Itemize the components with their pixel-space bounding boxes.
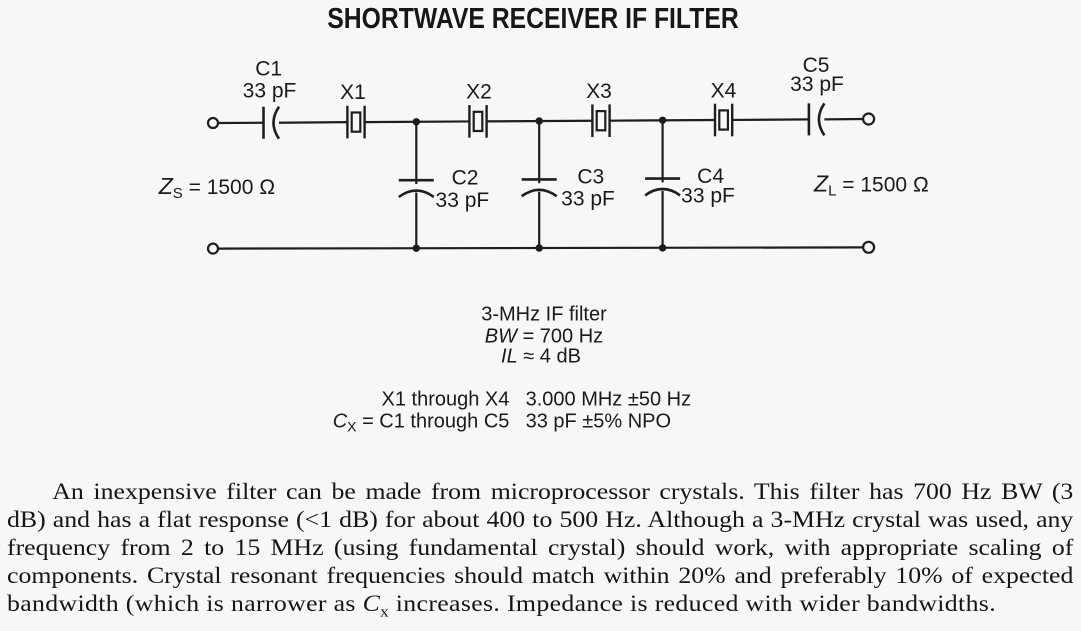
svg-text:X1 through X4: X1 through X4: [382, 389, 510, 411]
svg-text:3.000 MHz ±50 Hz: 3.000 MHz ±50 Hz: [526, 389, 692, 411]
svg-text:BW = 700 Hz: BW = 700 Hz: [485, 326, 603, 348]
svg-text:3-MHz IF filter: 3-MHz IF filter: [481, 304, 607, 326]
svg-text:C4: C4: [697, 165, 724, 188]
svg-text:33 pF: 33 pF: [681, 185, 735, 208]
svg-text:ZL = 1500 Ω: ZL = 1500 Ω: [813, 170, 929, 199]
svg-text:X4: X4: [711, 80, 737, 103]
svg-text:X2: X2: [466, 81, 492, 104]
svg-text:C3: C3: [577, 166, 604, 189]
svg-text:33 pF: 33 pF: [561, 188, 615, 211]
svg-text:CX = C1 through C5: CX = C1 through C5: [333, 411, 510, 435]
svg-text:X3: X3: [586, 80, 612, 103]
svg-text:X1: X1: [340, 81, 366, 104]
svg-text:IL ≈ 4 dB: IL ≈ 4 dB: [501, 346, 581, 368]
svg-text:C1: C1: [255, 58, 282, 81]
svg-text:C2: C2: [452, 167, 479, 190]
svg-text:33 pF: 33 pF: [790, 73, 844, 96]
svg-text:33 pF: 33 pF: [436, 189, 490, 212]
svg-text:C5: C5: [803, 54, 830, 77]
svg-text:33 pF ±5% NPO: 33 pF ±5% NPO: [526, 411, 671, 433]
svg-text:33 pF: 33 pF: [243, 80, 297, 103]
svg-text:ZS = 1500 Ω: ZS = 1500 Ω: [158, 173, 276, 202]
